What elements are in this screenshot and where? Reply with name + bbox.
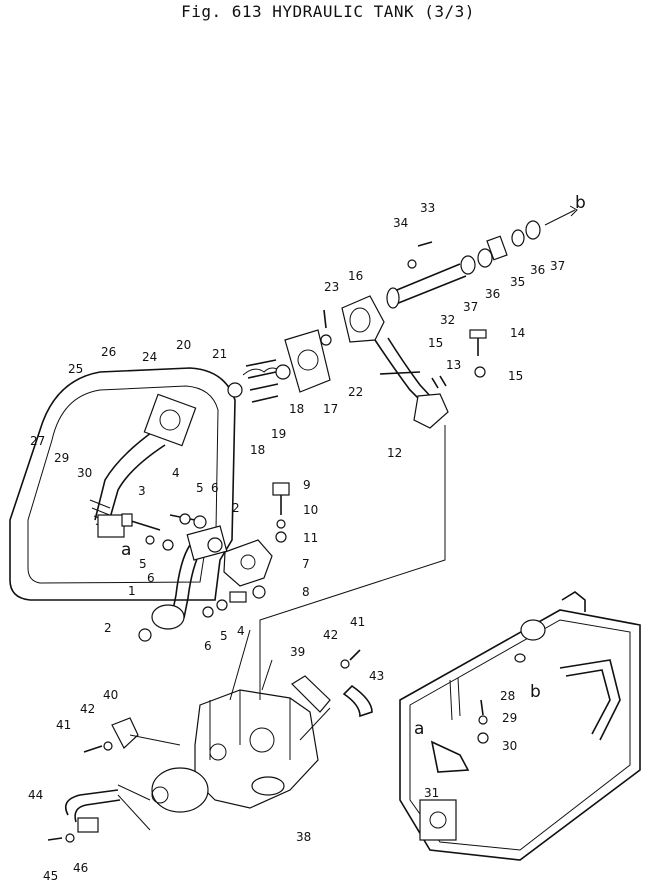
elbow-fitting-7 [223,482,290,587]
part-label-28: 28 [500,689,515,703]
part-label-8: 8 [302,585,310,599]
part-label-36: 36 [530,263,545,277]
part-label-12: 12 [387,446,402,460]
part-label-34: 34 [393,216,408,230]
part-label-14: 14 [510,326,525,340]
part-label-43: 43 [369,669,384,683]
connection-label-a: a [121,540,131,560]
figure-title: Fig. 613 HYDRAULIC TANK (3/3) [181,2,475,21]
part-label-39: 39 [290,645,305,659]
part-label-6: 6 [147,571,155,585]
part-label-37: 37 [550,259,565,273]
part-label-30: 30 [502,739,517,753]
side-cover-frame [9,367,236,601]
part-label-11: 11 [303,531,318,545]
part-label-46: 46 [73,861,88,875]
part-label-29: 29 [502,711,517,725]
part-label-36: 36 [485,287,500,301]
part-label-26: 26 [101,345,116,359]
part-label-18: 18 [289,402,304,416]
part-label-17: 17 [323,402,338,416]
part-label-6: 6 [204,639,212,653]
part-label-9: 9 [303,478,311,492]
pump-fittings [83,649,373,753]
drain-hose-44 [47,789,121,843]
part-label-25: 25 [68,362,83,376]
pipe-32-assembly [386,205,578,309]
part-label-20: 20 [176,338,191,352]
part-label-18: 18 [250,443,265,457]
connection-label-a: a [414,719,424,739]
part-label-5: 5 [139,557,147,571]
pipe-assembly-left [89,393,228,630]
part-label-30: 30 [77,466,92,480]
connection-label-b: b [530,682,541,702]
part-label-19: 19 [271,427,286,441]
part-label-3: 3 [138,484,146,498]
part-label-15: 15 [508,369,523,383]
part-label-21: 21 [212,347,227,361]
part-label-45: 45 [43,869,58,881]
part-label-38: 38 [296,830,311,844]
part-label-37: 37 [463,300,478,314]
part-label-41: 41 [56,718,71,732]
part-label-24: 24 [142,350,157,364]
part-label-4: 4 [172,466,180,480]
part-label-42: 42 [323,628,338,642]
part-label-41: 41 [350,615,365,629]
part-label-15: 15 [428,336,443,350]
connection-labels: a a b b [121,193,586,739]
part-label-2: 2 [232,501,240,515]
part-label-44: 44 [28,788,43,802]
part-label-2: 2 [104,621,112,635]
part-label-27: 27 [30,434,45,448]
part-label-4: 4 [237,624,245,638]
part-label-31: 31 [424,786,439,800]
part-label-7: 7 [302,557,310,571]
bolts-and-orings-left [121,513,266,642]
part-label-1: 1 [128,584,136,598]
part-label-16: 16 [348,269,363,283]
part-label-13: 13 [446,358,461,372]
part-label-10: 10 [303,503,318,517]
part-label-5: 5 [220,629,228,643]
return-pipe-12 [374,329,487,429]
connection-label-b: b [575,193,586,213]
part-number-labels: 1 2 2 3 4 4 5 5 5 6 6 6 7 8 9 10 11 12 1… [28,201,565,881]
leader-lines [117,425,446,831]
check-valve-stack [227,295,385,403]
part-label-35: 35 [510,275,525,289]
part-label-40: 40 [103,688,118,702]
part-label-42: 42 [80,702,95,716]
part-label-6: 6 [211,481,219,495]
part-label-29: 29 [54,451,69,465]
part-label-32: 32 [440,313,455,327]
hydraulic-tank [399,591,641,861]
part-label-23: 23 [324,280,339,294]
part-label-22: 22 [348,385,363,399]
part-label-5: 5 [196,481,204,495]
pump-assembly-38 [151,629,319,813]
part-label-33: 33 [420,201,435,215]
